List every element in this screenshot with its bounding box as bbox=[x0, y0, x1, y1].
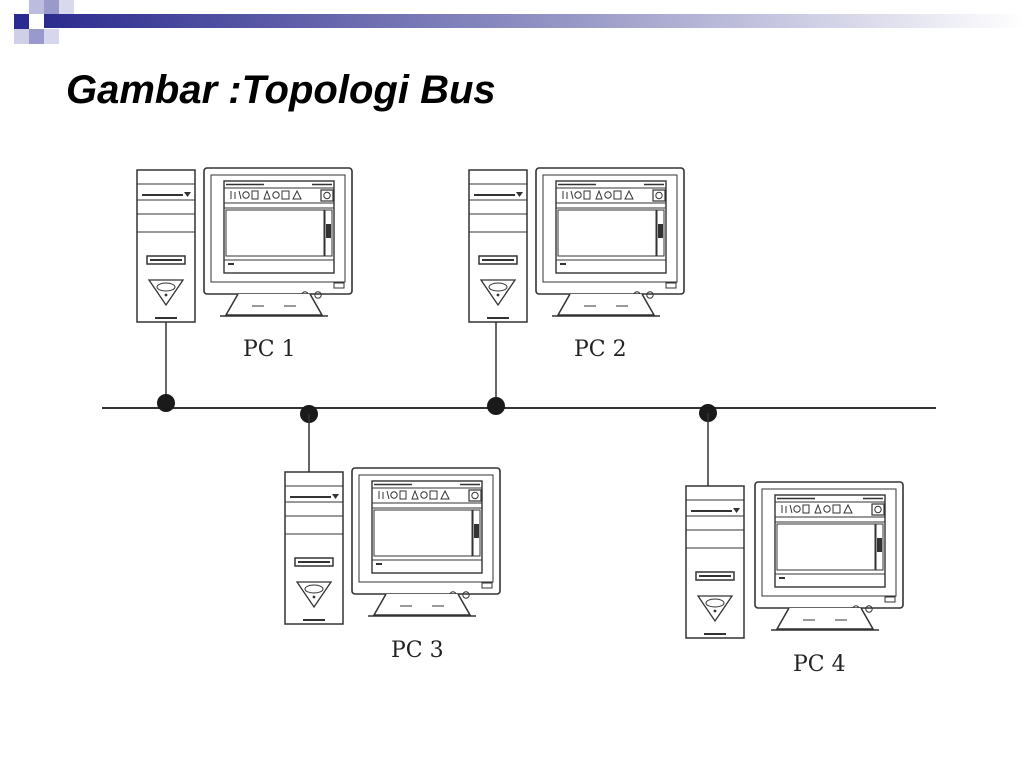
deco-square bbox=[29, 0, 44, 14]
pc4-label: PC 4 bbox=[793, 652, 846, 677]
header-decoration bbox=[14, 0, 1024, 44]
pc2-node: PC 2 bbox=[468, 167, 685, 415]
crt-monitor-icon bbox=[203, 167, 353, 317]
tower-case-icon bbox=[284, 471, 344, 625]
page-title: Gambar :Topologi Bus bbox=[66, 68, 496, 112]
deco-square bbox=[29, 29, 44, 44]
crt-monitor-icon bbox=[535, 167, 685, 317]
pc2-label: PC 2 bbox=[574, 337, 627, 362]
connector-dot-icon bbox=[487, 397, 505, 415]
deco-square bbox=[14, 29, 29, 44]
connector-dot-icon bbox=[157, 394, 175, 412]
tower-case-icon bbox=[685, 485, 745, 639]
deco-square bbox=[44, 29, 59, 44]
header-gradient-bar bbox=[44, 14, 1024, 28]
deco-square bbox=[59, 0, 74, 14]
deco-square bbox=[14, 14, 29, 29]
tower-case-icon bbox=[468, 169, 528, 323]
pc4-node: PC 4 bbox=[685, 404, 904, 677]
crt-monitor-icon bbox=[351, 467, 501, 617]
crt-monitor-icon bbox=[754, 481, 904, 631]
tower-case-icon bbox=[136, 169, 196, 323]
deco-square bbox=[44, 0, 59, 14]
pc1-node: PC 1 bbox=[136, 167, 353, 412]
pc1-label: PC 1 bbox=[243, 337, 296, 362]
pc3-label: PC 3 bbox=[391, 638, 444, 663]
pc3-node: PC 3 bbox=[284, 405, 501, 663]
